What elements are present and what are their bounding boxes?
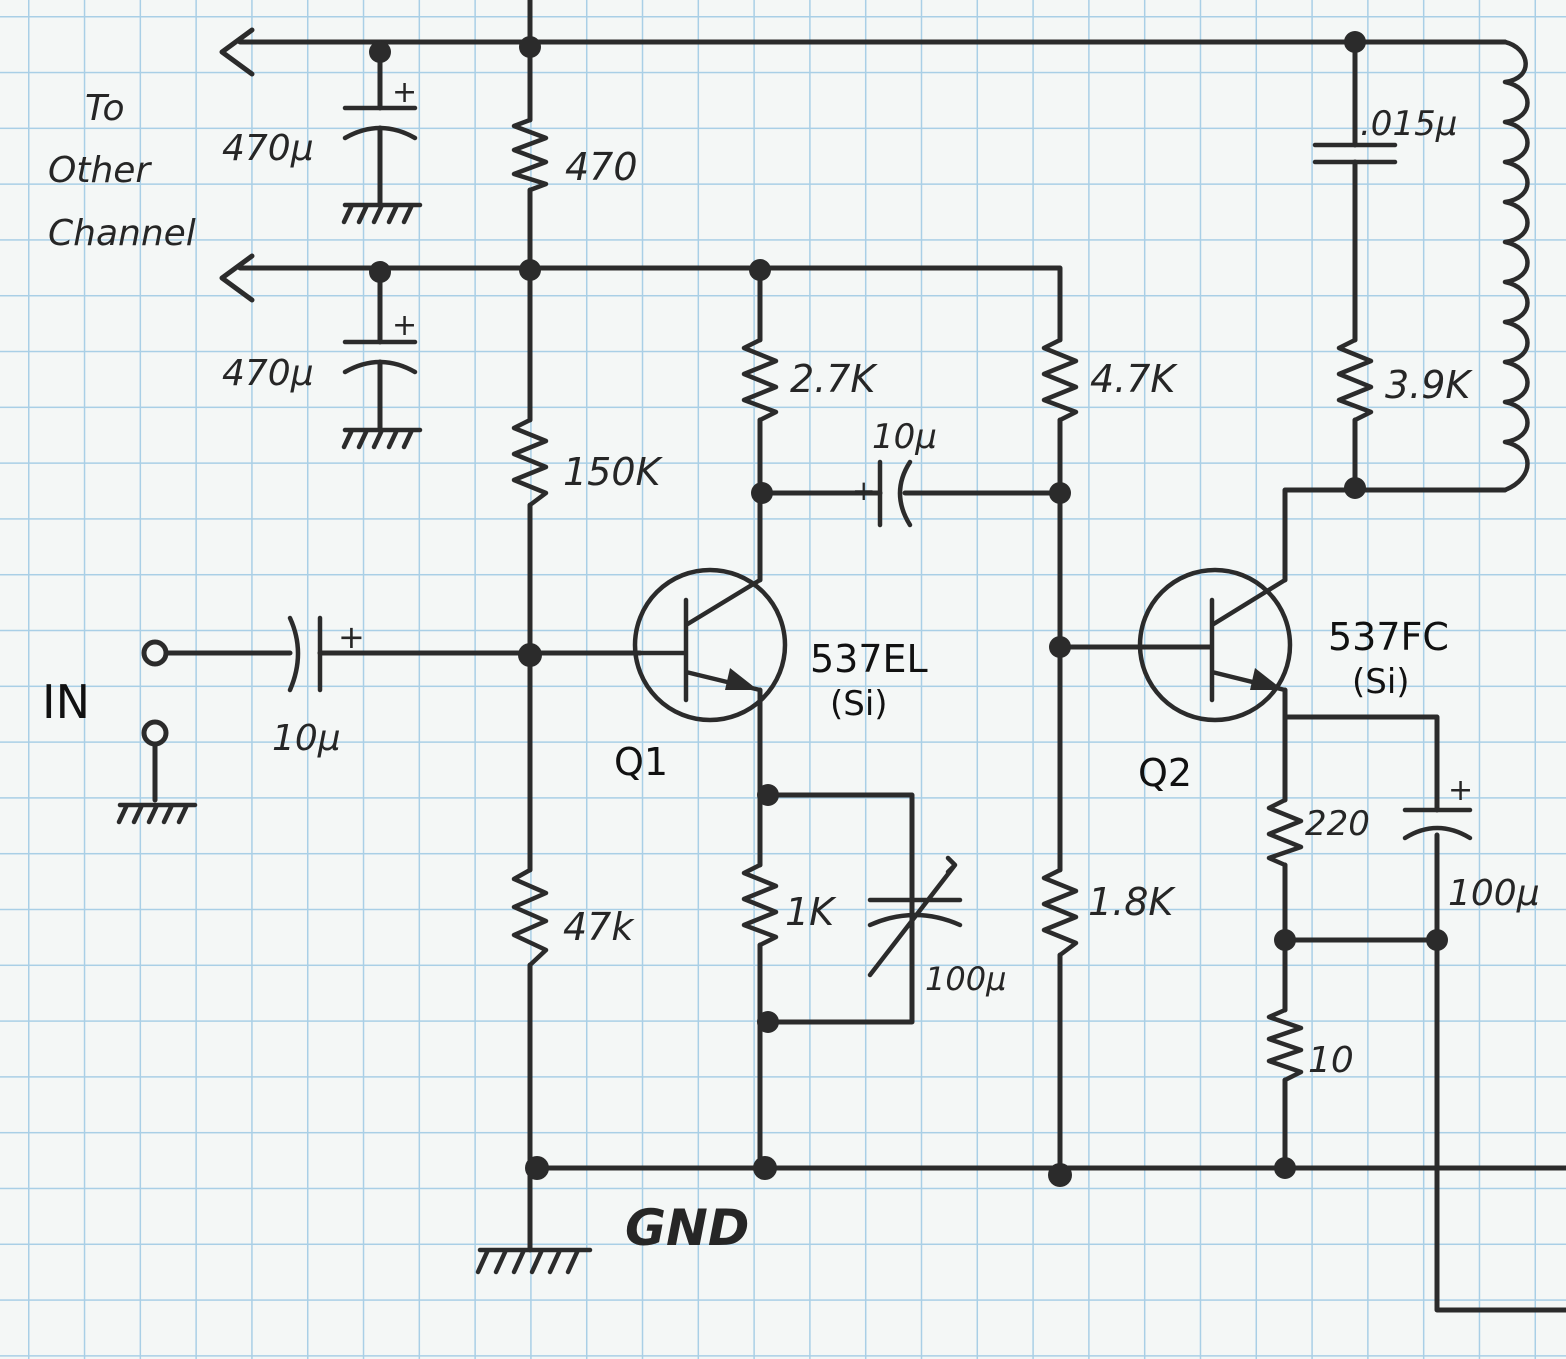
label-r-150k: 150K: [563, 450, 664, 494]
input-label: IN: [42, 675, 90, 729]
resistor-4-7k: [1041, 337, 1079, 423]
capacitor-100u-variable: [867, 855, 963, 978]
input-terminal-ground: [141, 719, 169, 747]
to-other-channel-line-1: To: [85, 88, 125, 129]
label-c-input-10u: 10µ: [272, 718, 341, 759]
label-c-470u-mid: 470µ: [222, 353, 314, 394]
resistor-2-7k: [741, 337, 779, 423]
label-r-470: 470: [565, 145, 638, 189]
q1-name: Q1: [614, 740, 668, 784]
ground-icon: [341, 202, 423, 225]
label-c-coupling-10u: 10µ: [872, 417, 937, 457]
q1-type: (Si): [830, 684, 888, 724]
capacitor-input-10u: [287, 615, 323, 693]
to-other-channel-line-2: Other: [48, 150, 152, 191]
label-r-10: 10: [1308, 1040, 1354, 1081]
transistor-q1-symbol: [632, 567, 788, 723]
arrow-mid: [219, 253, 255, 303]
resistor-3-9k: [1336, 337, 1374, 423]
q1-part-number: 537EL: [810, 637, 928, 681]
label-r-220: 220: [1305, 804, 1370, 844]
resistor-150k: [511, 417, 549, 508]
capacitor-470u-mid: [342, 339, 418, 375]
resistor-220: [1266, 797, 1304, 868]
label-r-1-8k: 1.8K: [1088, 880, 1176, 924]
svg-text:+: +: [852, 474, 875, 507]
svg-text:+: +: [392, 75, 417, 110]
resistor-1k: [741, 862, 779, 948]
capacitor-015u: [1312, 142, 1398, 165]
resistor-470: [511, 117, 549, 193]
label-r-4-7k: 4.7K: [1090, 357, 1178, 401]
label-r-1k: 1K: [785, 890, 837, 934]
capacitor-coupling-10u: [877, 459, 913, 528]
q2-name: Q2: [1138, 751, 1192, 795]
svg-text:+: +: [338, 618, 365, 656]
label-r-2-7k: 2.7K: [790, 357, 878, 401]
ground-symbols: [116, 202, 593, 1275]
label-c-100u-variable: 100µ: [925, 960, 1006, 998]
resistor-10: [1266, 1007, 1304, 1083]
input-terminal-signal: [141, 639, 169, 667]
transistor-q2-symbol: [1137, 567, 1293, 723]
ground-icon: [116, 802, 198, 825]
capacitors: [287, 105, 1473, 978]
resistor-47k: [511, 867, 549, 968]
capacitor-100u-q2: [1402, 807, 1473, 841]
q2-type: (Si): [1352, 662, 1410, 702]
label-c-015u: .015µ: [1360, 104, 1457, 144]
svg-text:+: +: [392, 308, 417, 343]
wires: [152, 0, 1566, 1313]
svg-text:+: +: [1448, 773, 1473, 808]
label-c-470u-top: 470µ: [222, 128, 314, 169]
q2-part-number: 537FC: [1328, 615, 1449, 659]
label-r-47k: 47k: [563, 905, 635, 949]
ground-icon: [341, 427, 423, 450]
arrow-top: [219, 27, 255, 77]
ground-label: GND: [625, 1199, 749, 1257]
polarity-marks: + + + + +: [338, 75, 1473, 808]
resistor-1-8k: [1041, 867, 1079, 958]
label-c-100u-q2: 100µ: [1448, 873, 1540, 914]
ground-icon: [475, 1247, 593, 1275]
inductor-coil: [1502, 39, 1530, 493]
label-r-3-9k: 3.9K: [1385, 363, 1473, 407]
junction-dots: [369, 31, 1448, 1187]
text-labels: To Other Channel 470µ 470µ 470 150K 47k …: [42, 88, 1540, 1257]
resistors: [511, 117, 1374, 1083]
to-other-channel-line-3: Channel: [48, 213, 196, 254]
capacitor-470u-top: [342, 105, 418, 141]
